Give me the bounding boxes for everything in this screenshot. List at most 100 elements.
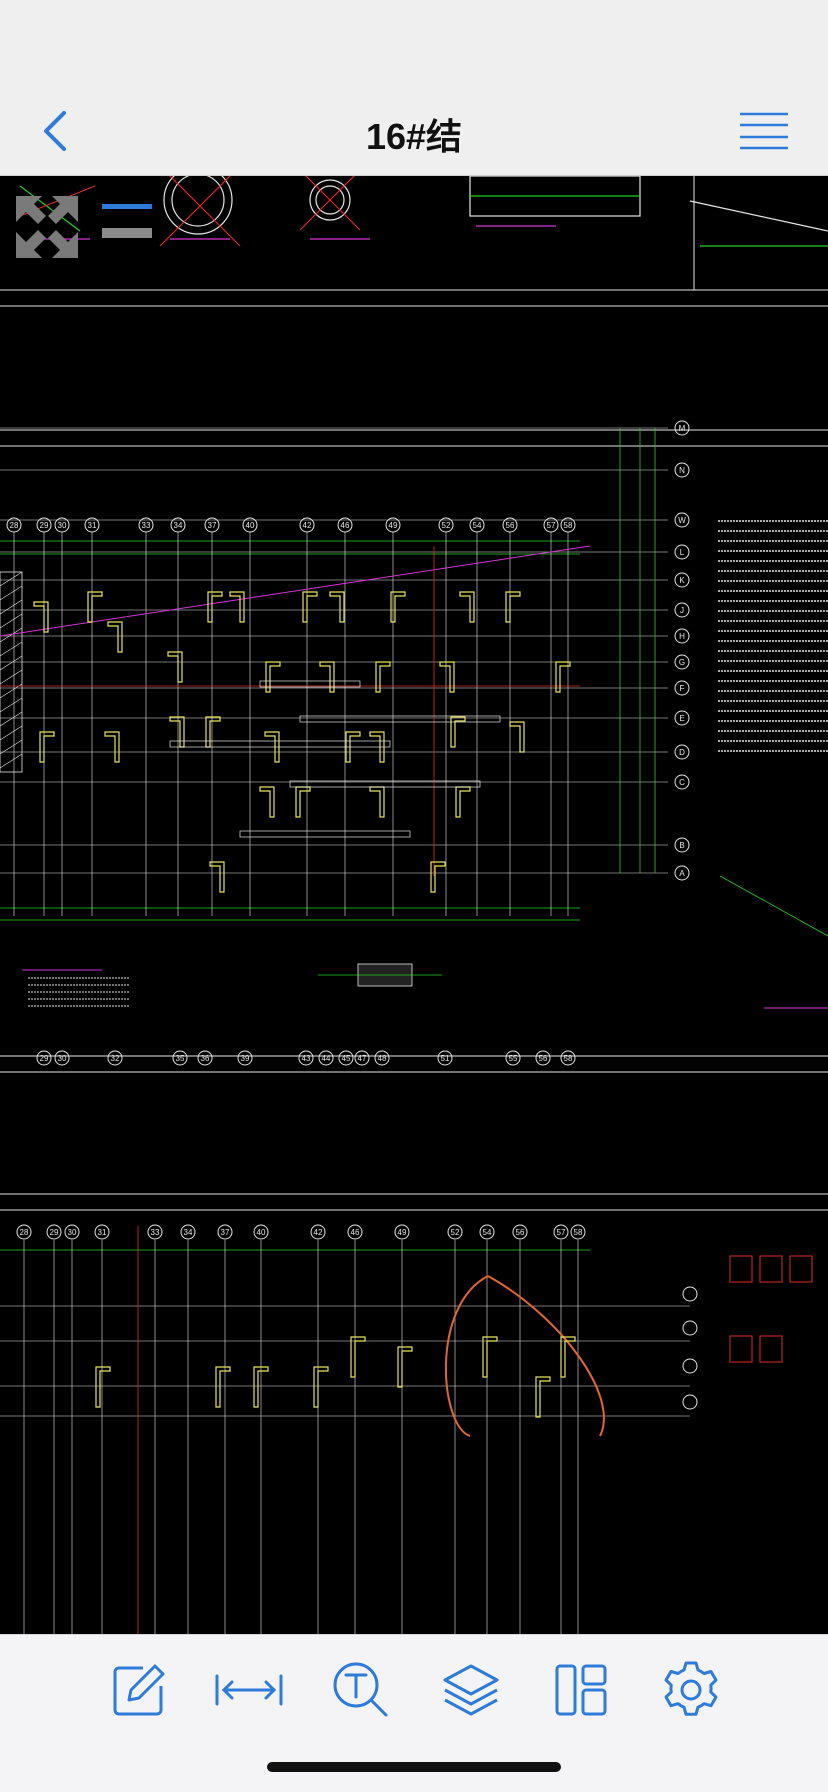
column bbox=[535, 1376, 551, 1418]
column bbox=[313, 1366, 329, 1408]
grid-bubble-label: 40 bbox=[246, 521, 255, 530]
hamburger-menu-icon bbox=[740, 112, 788, 150]
grid-bubble-label: 56 bbox=[506, 521, 515, 530]
grid-bubble bbox=[170, 517, 186, 533]
settings-tool-button[interactable] bbox=[656, 1655, 726, 1725]
grid-bubble-label: 31 bbox=[98, 1228, 107, 1237]
grid-bubble bbox=[138, 517, 154, 533]
horizontal-arrows-icon bbox=[215, 1674, 283, 1706]
grid-bubble bbox=[682, 1358, 698, 1374]
grid-bubble bbox=[64, 1224, 80, 1240]
column bbox=[509, 721, 525, 753]
grid-bubble bbox=[674, 865, 690, 881]
hatch-line bbox=[0, 655, 23, 671]
column bbox=[555, 661, 571, 693]
grid-bubble bbox=[36, 517, 52, 533]
grid-bubble-label: 30 bbox=[58, 1054, 67, 1063]
grid-bubble-label: 33 bbox=[142, 521, 151, 530]
column bbox=[319, 661, 335, 693]
grid-bubble-label: 28 bbox=[10, 521, 19, 530]
grid-bubble bbox=[374, 1050, 390, 1066]
grid-bubble bbox=[197, 1050, 213, 1066]
home-indicator bbox=[267, 1762, 561, 1772]
grid-bubble bbox=[682, 1286, 698, 1302]
grid-bubble-label: B bbox=[679, 841, 684, 850]
grid-bubble-label: 54 bbox=[483, 1228, 492, 1237]
hatch-line bbox=[0, 711, 23, 727]
grid-bubble-label: 45 bbox=[342, 1054, 351, 1063]
grid-bubble bbox=[36, 1050, 52, 1066]
grid-bubble-label: 28 bbox=[20, 1228, 29, 1237]
grid-bubble bbox=[674, 628, 690, 644]
hatch-line bbox=[0, 613, 23, 629]
detail-strip-top bbox=[19, 176, 828, 247]
grid-bubble bbox=[242, 517, 258, 533]
column-detail bbox=[789, 1255, 813, 1283]
grid-bubble-label: 54 bbox=[473, 521, 482, 530]
hatch-line bbox=[0, 599, 23, 615]
expand-arrows-icon[interactable] bbox=[16, 196, 78, 258]
back-button[interactable] bbox=[30, 106, 80, 156]
boundary-curve bbox=[444, 1275, 605, 1437]
grid-bubble-label: 46 bbox=[351, 1228, 360, 1237]
grid-bubble-label: 49 bbox=[398, 1228, 407, 1237]
grid-bubble-label: W bbox=[678, 516, 686, 525]
beam bbox=[169, 740, 391, 748]
grid-bubble-label: 32 bbox=[111, 1054, 120, 1063]
column bbox=[253, 1366, 269, 1408]
grid-bubble-label: 47 bbox=[358, 1054, 367, 1063]
column bbox=[259, 786, 275, 818]
column bbox=[455, 786, 471, 818]
detail-line bbox=[719, 875, 828, 937]
grid-bubble bbox=[674, 420, 690, 436]
grid-bubble bbox=[6, 517, 22, 533]
layers-tool-button[interactable] bbox=[436, 1655, 506, 1725]
grid-bubble bbox=[674, 572, 690, 588]
grid-bubble-label: L bbox=[680, 548, 685, 557]
grid-bubble bbox=[469, 517, 485, 533]
section-line bbox=[0, 545, 591, 637]
grid-bubble bbox=[543, 517, 559, 533]
text-search-tool-button[interactable] bbox=[326, 1655, 396, 1725]
column bbox=[264, 731, 280, 763]
gear-icon bbox=[664, 1661, 718, 1716]
grid-bubble bbox=[674, 462, 690, 478]
grid-bubble bbox=[447, 1224, 463, 1240]
grid-bubble-label: E bbox=[679, 714, 684, 723]
column bbox=[390, 591, 406, 623]
column bbox=[459, 591, 475, 623]
text-magnifier-icon bbox=[333, 1662, 388, 1717]
grid-bubble-label: 40 bbox=[257, 1228, 266, 1237]
grid-bubble bbox=[337, 517, 353, 533]
beam bbox=[259, 680, 361, 688]
grid-bubble bbox=[674, 744, 690, 760]
grid-bubble bbox=[84, 517, 100, 533]
layout-tool-button[interactable] bbox=[546, 1655, 616, 1725]
grid-bubble bbox=[674, 544, 690, 560]
grid-bubble-label: 56 bbox=[516, 1228, 525, 1237]
menu-button[interactable] bbox=[738, 110, 790, 152]
grid-bubble bbox=[560, 517, 576, 533]
column bbox=[169, 716, 185, 748]
edit-tool-button[interactable] bbox=[104, 1655, 174, 1725]
grid-bubble bbox=[502, 517, 518, 533]
column bbox=[207, 591, 223, 623]
grid-bubble-label: 49 bbox=[389, 521, 398, 530]
sheet-frames bbox=[0, 176, 828, 1211]
grid-bubble-label: 33 bbox=[151, 1228, 160, 1237]
grid-bubble bbox=[347, 1224, 363, 1240]
grid-bubble bbox=[147, 1224, 163, 1240]
grid-bubble-label: 48 bbox=[378, 1054, 387, 1063]
grid-bubble bbox=[570, 1224, 586, 1240]
measure-tool-button[interactable] bbox=[214, 1655, 284, 1725]
column bbox=[482, 1336, 498, 1378]
column bbox=[450, 716, 466, 748]
column bbox=[369, 731, 385, 763]
grid-bubble bbox=[674, 512, 690, 528]
column bbox=[439, 661, 455, 693]
column-detail bbox=[729, 1335, 753, 1363]
column bbox=[397, 1346, 413, 1388]
